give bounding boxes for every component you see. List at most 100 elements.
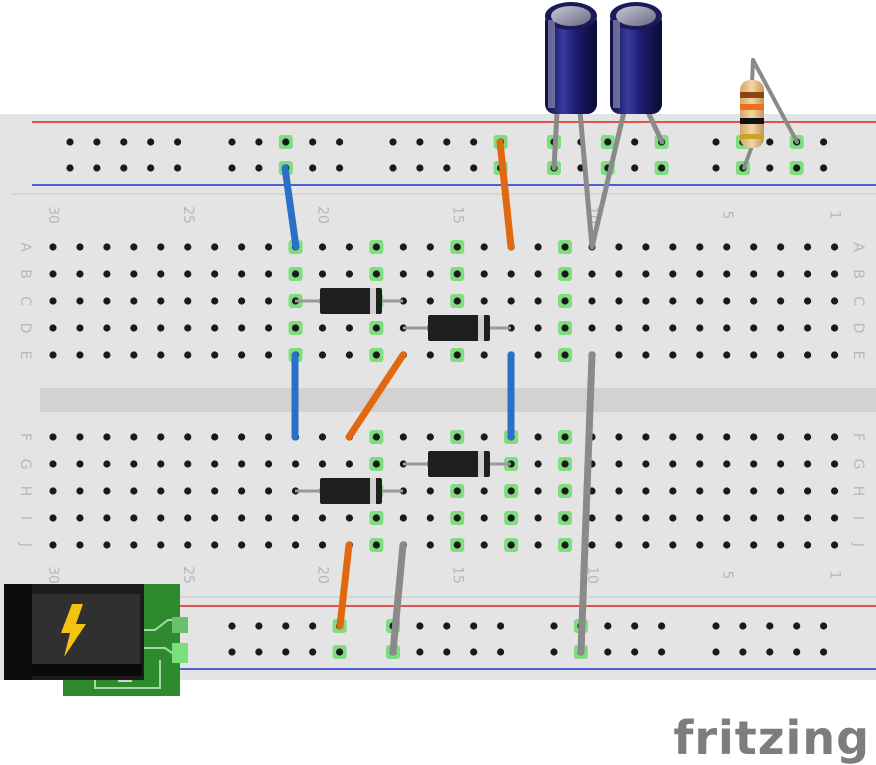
breadboard-hole[interactable] bbox=[696, 487, 704, 495]
breadboard-hole[interactable] bbox=[291, 270, 300, 278]
breadboard-hole[interactable] bbox=[642, 324, 650, 332]
breadboard-hole[interactable] bbox=[103, 487, 111, 495]
breadboard-hole[interactable] bbox=[157, 541, 165, 549]
breadboard-hole[interactable] bbox=[103, 541, 111, 549]
breadboard-hole[interactable] bbox=[723, 297, 731, 305]
breadboard-hole[interactable] bbox=[453, 487, 461, 495]
breadboard-hole[interactable] bbox=[480, 514, 488, 522]
breadboard-hole[interactable] bbox=[103, 324, 111, 332]
breadboard-hole[interactable] bbox=[238, 324, 246, 332]
breadboard-hole[interactable] bbox=[750, 541, 758, 549]
breadboard-hole[interactable] bbox=[265, 433, 273, 441]
breadboard-hole[interactable] bbox=[130, 541, 138, 549]
breadboard-hole[interactable] bbox=[426, 243, 434, 251]
rail-hole[interactable] bbox=[550, 648, 558, 656]
breadboard-hole[interactable] bbox=[130, 487, 138, 495]
breadboard-hole[interactable] bbox=[399, 514, 407, 522]
breadboard-hole[interactable] bbox=[238, 243, 246, 251]
wire-blue-1[interactable] bbox=[281, 164, 300, 251]
breadboard-hole[interactable] bbox=[480, 487, 488, 495]
breadboard-hole[interactable] bbox=[723, 514, 731, 522]
breadboard-hole[interactable] bbox=[238, 487, 246, 495]
breadboard-hole[interactable] bbox=[426, 351, 434, 359]
rail-hole[interactable] bbox=[631, 138, 639, 146]
breadboard-hole[interactable] bbox=[723, 460, 731, 468]
breadboard-hole[interactable] bbox=[184, 433, 192, 441]
breadboard-hole[interactable] bbox=[372, 270, 380, 278]
breadboard-hole[interactable] bbox=[615, 243, 623, 251]
breadboard-hole[interactable] bbox=[49, 487, 57, 495]
breadboard-hole[interactable] bbox=[669, 243, 677, 251]
breadboard-hole[interactable] bbox=[723, 433, 731, 441]
breadboard-hole[interactable] bbox=[669, 351, 677, 359]
breadboard-hole[interactable] bbox=[49, 324, 57, 332]
breadboard-hole[interactable] bbox=[561, 243, 569, 251]
breadboard-hole[interactable] bbox=[103, 351, 111, 359]
breadboard-hole[interactable] bbox=[453, 243, 461, 251]
breadboard-hole[interactable] bbox=[372, 324, 380, 332]
breadboard-hole[interactable] bbox=[399, 297, 407, 305]
breadboard-hole[interactable] bbox=[696, 514, 704, 522]
rail-hole[interactable] bbox=[93, 138, 101, 146]
breadboard-hole[interactable] bbox=[696, 541, 704, 549]
breadboard-hole[interactable] bbox=[615, 514, 623, 522]
breadboard-hole[interactable] bbox=[157, 297, 165, 305]
wire-gray-1[interactable] bbox=[389, 541, 407, 656]
rail-hole[interactable] bbox=[174, 164, 182, 172]
breadboard-hole[interactable] bbox=[615, 460, 623, 468]
breadboard-hole[interactable] bbox=[480, 351, 488, 359]
rail-hole[interactable] bbox=[174, 138, 182, 146]
rail-hole[interactable] bbox=[120, 138, 128, 146]
rail-hole[interactable] bbox=[739, 622, 747, 630]
breadboard-hole[interactable] bbox=[372, 351, 380, 359]
breadboard-hole[interactable] bbox=[696, 460, 704, 468]
breadboard-hole[interactable] bbox=[318, 243, 327, 251]
rail-hole[interactable] bbox=[766, 622, 774, 630]
breadboard-hole[interactable] bbox=[103, 460, 111, 468]
rail-hole[interactable] bbox=[470, 648, 478, 656]
breadboard-hole[interactable] bbox=[76, 433, 84, 441]
rail-hole[interactable] bbox=[228, 648, 236, 656]
breadboard-hole[interactable] bbox=[265, 460, 273, 468]
breadboard-hole[interactable] bbox=[669, 541, 677, 549]
breadboard-hole[interactable] bbox=[507, 541, 515, 549]
breadboard-hole[interactable] bbox=[345, 270, 354, 278]
breadboard-hole[interactable] bbox=[130, 243, 138, 251]
breadboard-hole[interactable] bbox=[103, 297, 111, 305]
breadboard-hole[interactable] bbox=[561, 324, 569, 332]
rail-hole[interactable] bbox=[820, 622, 828, 630]
breadboard-hole[interactable] bbox=[184, 324, 192, 332]
breadboard-hole[interactable] bbox=[211, 243, 219, 251]
breadboard-hole[interactable] bbox=[534, 351, 542, 359]
breadboard-hole[interactable] bbox=[830, 433, 839, 441]
rail-hole[interactable] bbox=[470, 164, 478, 172]
breadboard-hole[interactable] bbox=[588, 541, 596, 549]
breadboard-hole[interactable] bbox=[777, 541, 785, 549]
rail-hole[interactable] bbox=[336, 164, 344, 172]
breadboard-hole[interactable] bbox=[238, 270, 246, 278]
rail-hole[interactable] bbox=[470, 622, 478, 630]
breadboard-hole[interactable] bbox=[265, 514, 273, 522]
rail-hole[interactable] bbox=[658, 622, 666, 630]
breadboard-hole[interactable] bbox=[588, 270, 596, 278]
breadboard-hole[interactable] bbox=[453, 433, 461, 441]
breadboard-hole[interactable] bbox=[372, 243, 380, 251]
breadboard-hole[interactable] bbox=[804, 487, 812, 495]
breadboard-hole[interactable] bbox=[238, 514, 246, 522]
breadboard-hole[interactable] bbox=[561, 433, 569, 441]
breadboard-hole[interactable] bbox=[804, 351, 812, 359]
breadboard-hole[interactable] bbox=[561, 514, 569, 522]
rail-hole[interactable] bbox=[497, 648, 505, 656]
breadboard-hole[interactable] bbox=[534, 433, 542, 441]
breadboard-hole[interactable] bbox=[830, 460, 839, 468]
breadboard-hole[interactable] bbox=[157, 460, 165, 468]
rail-hole[interactable] bbox=[820, 648, 828, 656]
breadboard-hole[interactable] bbox=[76, 514, 84, 522]
breadboard-hole[interactable] bbox=[534, 460, 542, 468]
breadboard-hole[interactable] bbox=[372, 433, 380, 441]
breadboard-hole[interactable] bbox=[534, 487, 542, 495]
breadboard-hole[interactable] bbox=[696, 243, 704, 251]
breadboard-hole[interactable] bbox=[345, 351, 354, 359]
breadboard-hole[interactable] bbox=[507, 324, 515, 332]
breadboard-hole[interactable] bbox=[157, 487, 165, 495]
